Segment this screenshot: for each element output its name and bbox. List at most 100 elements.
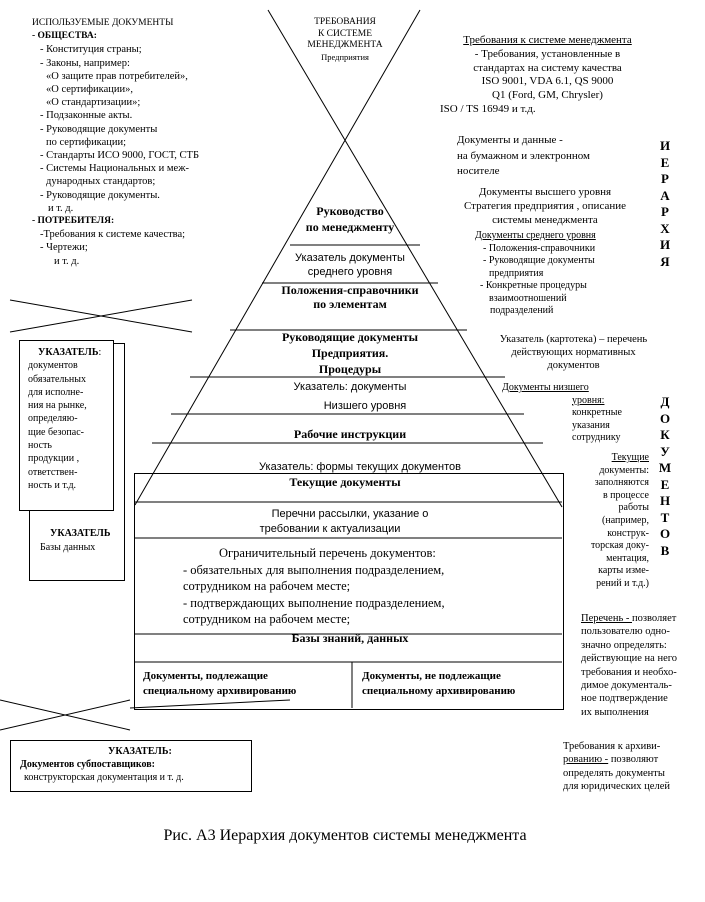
letter: О — [659, 526, 671, 541]
guiding-documents: Руководящие документы Предприятия. Проце… — [240, 329, 460, 377]
list-item: - Законы, например: — [40, 57, 130, 69]
letter: М — [658, 460, 672, 475]
lower-pyramid-box — [134, 473, 564, 710]
line: Указатель: документы — [293, 381, 407, 393]
line: димое документаль- — [581, 680, 672, 692]
list-item: «О сертификации», — [46, 84, 133, 96]
line: Предприятия. — [311, 346, 389, 360]
letter: Е — [660, 154, 670, 170]
line: обязательных — [28, 373, 86, 385]
list-item: - Руководящие документы — [40, 123, 158, 135]
line: среднего уровня — [307, 266, 393, 278]
line: позволяет — [632, 613, 677, 624]
current-docs-title: Текущие — [611, 452, 649, 463]
list-item: - Подзаконные акты. — [40, 110, 133, 122]
line: Низшего уровня — [323, 400, 407, 412]
letter: А — [660, 187, 670, 203]
line: для юридических целей — [563, 781, 670, 793]
line: указания — [572, 419, 610, 431]
line: ность — [28, 440, 52, 452]
line: Процедуры — [318, 362, 382, 376]
line: действующие на него — [581, 653, 678, 665]
line: документы: — [599, 464, 649, 476]
middle-level-note: Документы среднего уровня - Положения-сп… — [475, 230, 596, 318]
line: носителе — [457, 165, 500, 177]
list-note: Перечень - позволяет пользователю одно- … — [581, 612, 677, 719]
letter: Д — [660, 394, 670, 409]
line: конкретные — [572, 407, 622, 418]
archive-note: Требования к архиви- рованию - позволяют… — [563, 740, 670, 794]
line: конструкторская документация и т. д. — [24, 772, 184, 783]
line: Документы, подлежащие — [143, 670, 268, 682]
letter: О — [659, 410, 671, 426]
list-note-title: Перечень - — [581, 613, 632, 624]
line: стандартах на систему качества — [473, 61, 622, 74]
line: продукции , — [28, 453, 80, 465]
line: документов — [28, 360, 78, 372]
middle-level-title: Документы среднего уровня — [475, 230, 596, 241]
line: взаимоотношений — [489, 292, 567, 304]
letter: Я — [660, 253, 670, 269]
line: - Конкретные процедуры — [480, 280, 587, 291]
current-docs-note: Текущие документы: заполняются в процесс… — [565, 452, 649, 591]
line: Указатель (картотека) – перечень — [499, 334, 648, 345]
line: рений и т.д.) — [596, 577, 649, 589]
letter: И — [659, 138, 671, 153]
line: Положения-справочники — [281, 283, 419, 297]
pyramid-right-edge — [267, 9, 563, 508]
line: ISO / TS 16949 и т.д. — [440, 102, 536, 115]
list-item: - Конституция страны; — [40, 44, 142, 56]
line: Документы, не подлежащие — [362, 670, 501, 682]
line: их выполнения — [581, 706, 649, 718]
line: сотруднику — [572, 432, 621, 443]
lower-level-note: Документы низшего уровня: конкретные ука… — [502, 382, 622, 445]
line: - Требования, установленные в — [474, 47, 621, 60]
index-box-2-line: Базы данных — [40, 542, 96, 553]
index-box-2-title: УКАЗАТЕЛЬ — [50, 528, 111, 539]
line: сотрудником на рабочем месте; — [183, 612, 351, 626]
documents-and-data-note: Документы и данные - на бумажном и элект… — [457, 133, 590, 180]
list-item: - Стандарты ИСО 9000, ГОСТ, СТБ — [40, 150, 199, 162]
line: ТРЕБОВАНИЯ — [314, 17, 376, 27]
restrictive-list: Ограничительный перечень документов: - о… — [183, 545, 445, 628]
requirements-title: Требования к системе менеджмента — [463, 34, 632, 46]
line: по менеджменту — [305, 220, 395, 234]
archived-documents: Документы, подлежащие специальному архив… — [143, 669, 296, 699]
line: Перечни рассылки, указание о — [271, 508, 429, 520]
regulations-by-element: Положения-справочники по элементам — [250, 283, 450, 311]
line: щие безопас- — [28, 426, 84, 438]
line: требовании к актуализации — [259, 523, 401, 535]
line: подразделений — [490, 305, 554, 316]
index-box-3-subtitle: Документов субпоставщиков: — [20, 759, 155, 770]
list-item: - Руководящие документы. — [40, 189, 160, 201]
archive-note-title: рованию - — [563, 754, 609, 766]
requirements-note: Требования к системе менеджмента - Требо… — [440, 34, 655, 117]
line: - подтверждающих выполнение подразделени… — [183, 595, 445, 610]
line: определять документы — [563, 767, 665, 779]
list-item: «О стандартизации»; — [46, 97, 141, 109]
current-documents: Текущие документы — [289, 475, 401, 489]
pyramid-left-edge — [134, 9, 421, 506]
line: сотрудником на рабочем месте; — [183, 579, 351, 593]
management-manual: Руководство по менеджменту — [250, 203, 450, 235]
line: на бумажном и электронном — [457, 149, 591, 162]
letter: Р — [661, 204, 669, 219]
line: Предприятия — [321, 51, 369, 62]
society-label: - ОБЩЕСТВА: — [32, 31, 97, 42]
line: ния на рынке, — [28, 400, 87, 412]
list-item: «О защите прав потребителей», — [46, 70, 188, 82]
index-box-1-title: УКАЗАТЕЛЬ — [38, 347, 99, 358]
line: Указатель документы — [295, 252, 405, 264]
line: МЕНЕДЖМЕНТА — [307, 40, 383, 50]
line: ментация, — [606, 552, 649, 564]
knowledge-base: Базы знаний, данных — [291, 631, 409, 645]
list-item: - Чертежи; — [40, 242, 88, 254]
line: Руководящие документы — [281, 330, 419, 344]
non-archived-documents: Документы, не подлежащие специальному ар… — [362, 669, 515, 699]
index-card-note: Указатель (картотека) – перечень действу… — [486, 333, 661, 372]
line: требования и необхо- — [581, 666, 677, 678]
letter: Т — [660, 509, 670, 525]
line: Документы и данные - — [457, 134, 563, 146]
middle-level-index: Указатель документы среднего уровня — [250, 251, 450, 279]
consumer-label: - ПОТРЕБИТЕЛЯ: — [32, 216, 115, 227]
